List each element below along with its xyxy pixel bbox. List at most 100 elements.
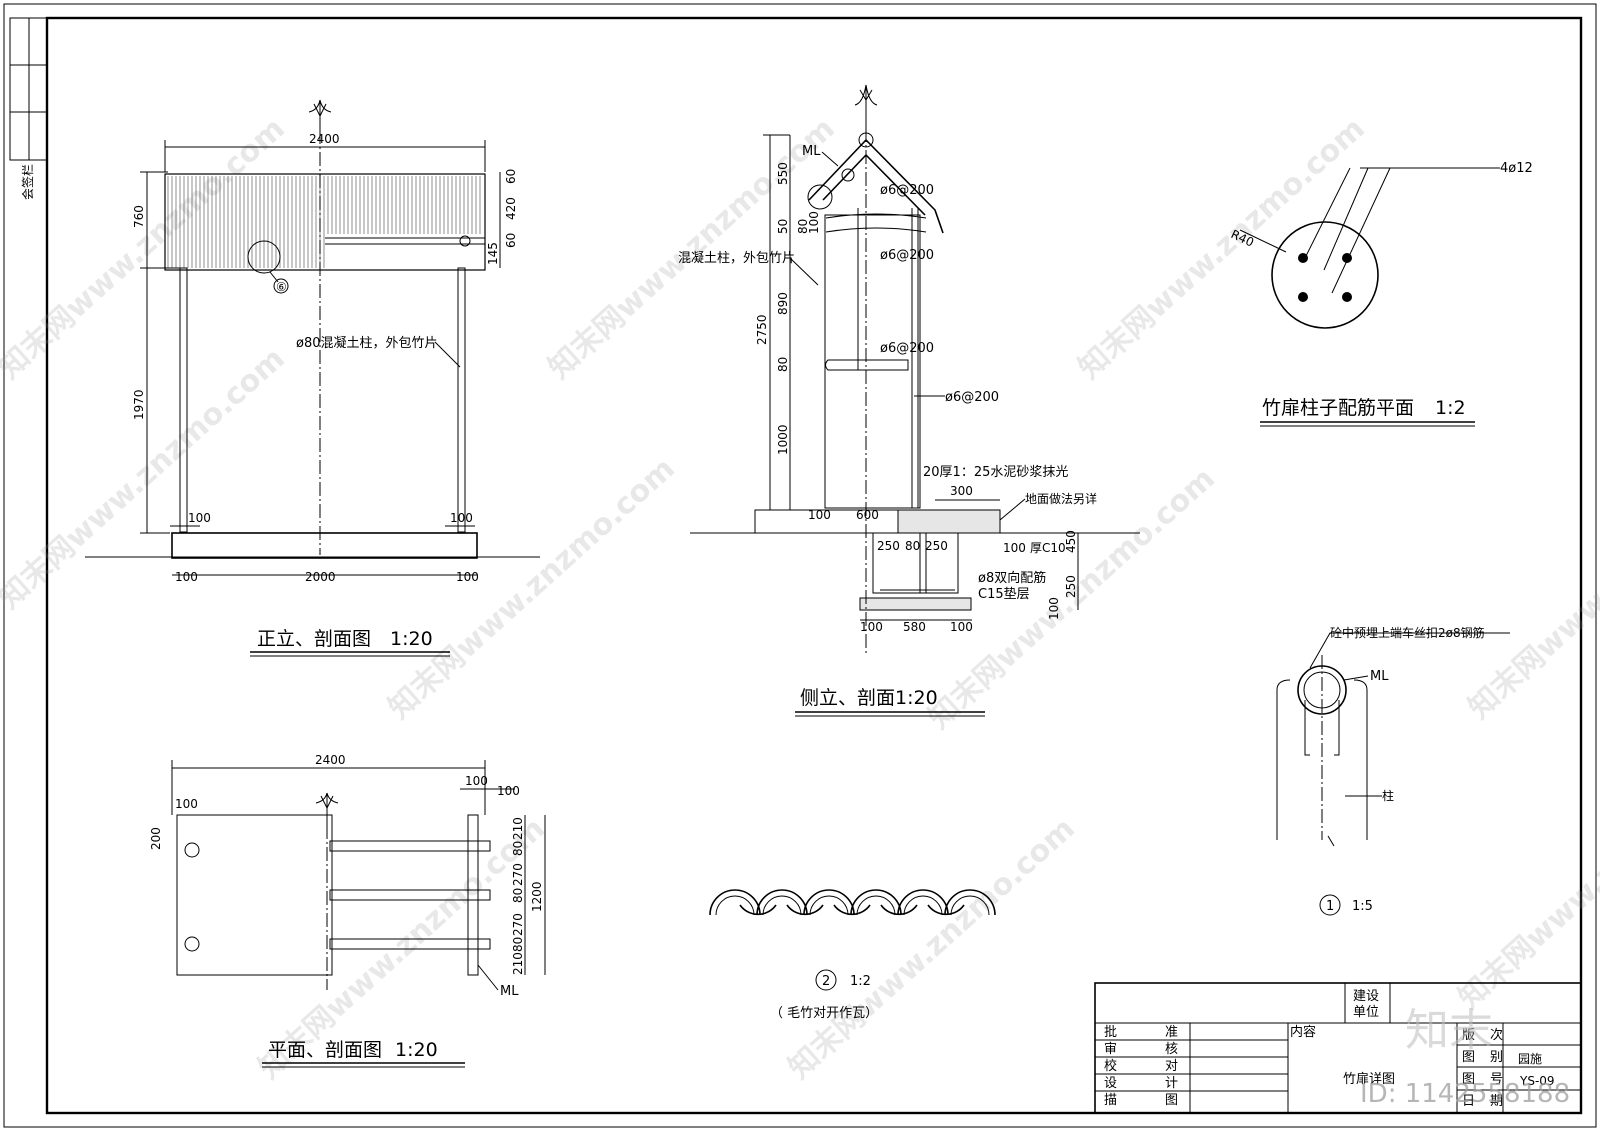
rebar-label: ø6@200	[945, 390, 999, 405]
column-note: ø80混凝土柱，外包竹片	[296, 335, 438, 351]
drawing-info: 版次图别图号日期	[1462, 1027, 1503, 1109]
bamboo-tiles	[709, 889, 996, 916]
tile-arc-upper	[709, 889, 761, 916]
rebar8-note: ø8双向配筋	[978, 570, 1046, 586]
plan-view-scale: 1:20	[395, 1039, 438, 1061]
tile-arc-lower	[739, 904, 777, 916]
info-label: 期	[1490, 1094, 1503, 1109]
info-label: 次	[1490, 1027, 1503, 1043]
bars-label: 4ø12	[1500, 161, 1533, 176]
detail-1-scale: 1:5	[1352, 899, 1373, 914]
dim-text: 60	[504, 233, 518, 248]
side-view-scale: 1:20	[895, 687, 938, 709]
approval-row-label: 校	[1104, 1058, 1117, 1074]
dim-text: 100	[175, 570, 198, 584]
dim-text: 100	[950, 620, 973, 634]
inner-border	[45, 16, 1583, 1115]
dim-text: 2750	[755, 314, 769, 345]
column-note: 混凝土柱，外包竹片	[678, 250, 795, 266]
tile-arc-upper-inner	[856, 895, 896, 916]
dim-text: 80	[905, 539, 920, 553]
ml-label: ML	[1370, 669, 1389, 684]
dim-text: 270	[511, 913, 525, 936]
title-block: 建设 单位 批准审核校对设计描图 内容 竹扉详图 版次图别图号日期 园施 YS-…	[1094, 982, 1582, 1114]
dim-text: 100	[497, 784, 520, 798]
dim-text: 2000	[305, 570, 336, 584]
approval-row-label: 核	[1165, 1042, 1178, 1057]
dim-text: 2400	[309, 132, 340, 146]
c15-note: C15垫层	[978, 586, 1030, 602]
dim-text: 890	[776, 292, 790, 315]
callout-text: ⑥	[276, 280, 287, 294]
dim-text: 760	[132, 205, 146, 228]
tile-arc-upper	[944, 889, 996, 916]
approval-row-label: 图	[1165, 1093, 1178, 1108]
dim-text: 580	[903, 620, 926, 634]
watermark: 知末网www.znzmo.com	[382, 451, 682, 726]
dim-text: 270	[511, 863, 525, 886]
dim-text: 210	[511, 817, 525, 840]
plan-view: 2400 100 100 100 200 210 80 270 80 270 8…	[149, 753, 546, 1068]
tile-arc-upper-inner	[903, 895, 943, 916]
rebar-plan-title: 竹扉柱子配筋平面	[1262, 397, 1414, 419]
ml-label: ML	[802, 144, 821, 159]
detail-2-scale: 1:2	[850, 974, 871, 989]
front-view-scale: 1:20	[390, 628, 433, 650]
front-view-title: 正立、剖面图	[257, 628, 371, 650]
unit-label: 建设	[1353, 989, 1379, 1004]
dim-text: 100	[1047, 597, 1061, 620]
detail-1-number: 1	[1326, 899, 1334, 914]
ml-label: ML	[500, 984, 519, 999]
dim-text: 80	[796, 219, 810, 234]
drawing-name: 竹扉详图	[1343, 1071, 1395, 1087]
dim-text: 200	[149, 827, 163, 850]
watermark: 知末网www.znzmo.com	[1452, 741, 1600, 1016]
dim-text: 1970	[132, 389, 146, 420]
rebar-plan: R40 4ø12 竹扉柱子配筋平面 1:2	[1229, 161, 1533, 427]
dim-text: 600	[856, 508, 879, 522]
rebar-label: ø6@200	[880, 341, 934, 356]
approval-row-label: 计	[1165, 1076, 1178, 1091]
tile-arc-upper	[756, 889, 808, 916]
drawing-no-value: YS-09	[1519, 1074, 1555, 1088]
tile-arc-lower	[927, 904, 965, 916]
dim-text: 100	[450, 511, 473, 525]
dim-text: 250	[925, 539, 948, 553]
dim-text: 1200	[530, 881, 544, 912]
rebar-plan-scale: 1:2	[1435, 397, 1466, 419]
dim-text: 210	[511, 952, 525, 975]
approval-row-label: 描	[1104, 1093, 1117, 1108]
detail-2: 2 1:2 （ 毛竹对开作瓦）	[709, 889, 996, 1021]
rebar-label: ø6@200	[880, 248, 934, 263]
content-label: 内容	[1290, 1024, 1316, 1040]
roof-hatch	[167, 176, 481, 268]
dim-text: 80	[511, 888, 525, 903]
dim-text: 100	[465, 774, 488, 788]
watermark: 知末网www.znzmo.com	[1072, 111, 1372, 386]
tile-arc-upper-inner	[809, 895, 849, 916]
approval-row-label: 对	[1165, 1059, 1178, 1074]
dim-text: 80	[776, 357, 790, 372]
tile-arc-lower	[786, 904, 824, 916]
info-label: 图	[1462, 1050, 1475, 1065]
tile-arc-upper	[850, 889, 902, 916]
dim-text: 100	[456, 570, 479, 584]
tile-arc-lower	[833, 904, 871, 916]
watermark: 知末网www.znzmo.com	[542, 111, 842, 386]
tile-arc-upper-inner	[715, 895, 755, 916]
tile-arc-lower	[880, 904, 918, 916]
brand-logo: 知末	[1405, 1005, 1493, 1056]
info-label: 图	[1462, 1072, 1475, 1087]
tile-arc-upper	[897, 889, 949, 916]
dim-text: 450	[1064, 530, 1078, 553]
dim-text: 100	[188, 511, 211, 525]
dim-text: 100	[807, 211, 821, 234]
side-view-title: 侧立、剖面	[800, 687, 895, 709]
front-view: 2400 760 1970 60 420 60 145 ø80混凝土柱，外包竹片	[85, 99, 540, 657]
approval-row-label: 批	[1104, 1025, 1117, 1040]
watermark: 知末网www.znzmo.com	[1462, 451, 1600, 726]
side-view: 2750 550 50 80 100 890 80 1000 ML ø6@200…	[678, 84, 1140, 717]
tile-arc-upper-inner	[950, 895, 990, 916]
dim-text: 100	[1003, 541, 1026, 555]
